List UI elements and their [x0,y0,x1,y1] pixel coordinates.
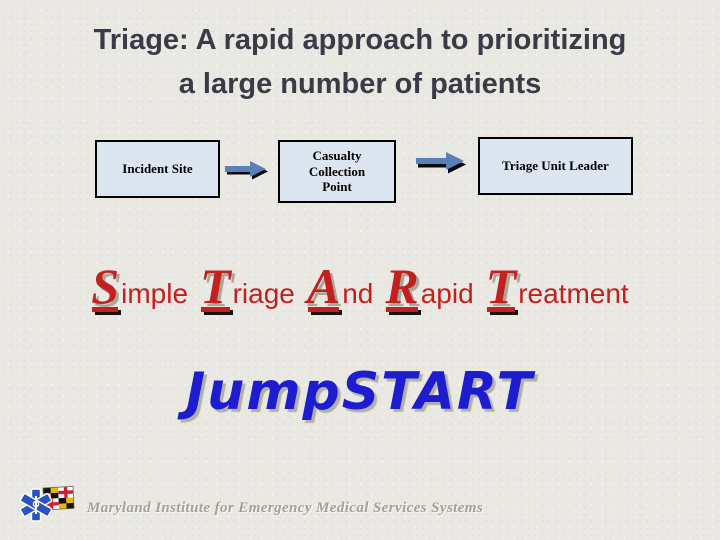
acronym-initial: T [200,256,234,316]
flow-box-label: Casualty Collection Point [308,148,366,195]
acronym-initial: R [385,256,421,316]
jumpstart-title: JumpSTART [185,362,535,422]
acronym-rest: riage [232,278,295,309]
acronym-initial: A [307,256,343,316]
slide-title: Triage: A rapid approach to prioritizing… [0,18,720,106]
acronym-word-treatment: Treatment [486,256,629,316]
right-block-arrow-icon [416,149,468,182]
acronym-rest: nd [342,278,374,309]
flow-box-label: Triage Unit Leader [502,158,609,174]
acronym-rest: apid [420,278,474,309]
acronym-word-rapid: Rapid [385,256,473,316]
acronym-word-and: And [307,256,374,316]
slide-title-line1: Triage: A rapid approach to prioritizing [93,24,627,56]
star-of-life-maryland-flag-icon [19,482,76,531]
acronym-initial: S [91,256,122,316]
slide-title-line2: a large number of patients [178,68,542,100]
right-block-arrow-icon [225,158,269,187]
flow-box-triage-unit-leader: Triage Unit Leader [478,137,633,195]
acronym-initial: T [486,256,520,316]
acronym-word-simple: Simple [91,256,188,316]
flow-box-label: Incident Site [122,161,193,177]
footer: Maryland Institute for Emergency Medical… [0,486,720,532]
acronym-rest: imple [121,278,189,309]
flow-box-incident-site: Incident Site [95,140,220,198]
acronym-word-triage: Triage [200,256,295,316]
footer-org-name: Maryland Institute for Emergency Medical… [87,500,484,516]
flow-box-casualty-collection-point: Casualty Collection Point [278,140,396,203]
acronym-rest: reatment [518,278,629,309]
